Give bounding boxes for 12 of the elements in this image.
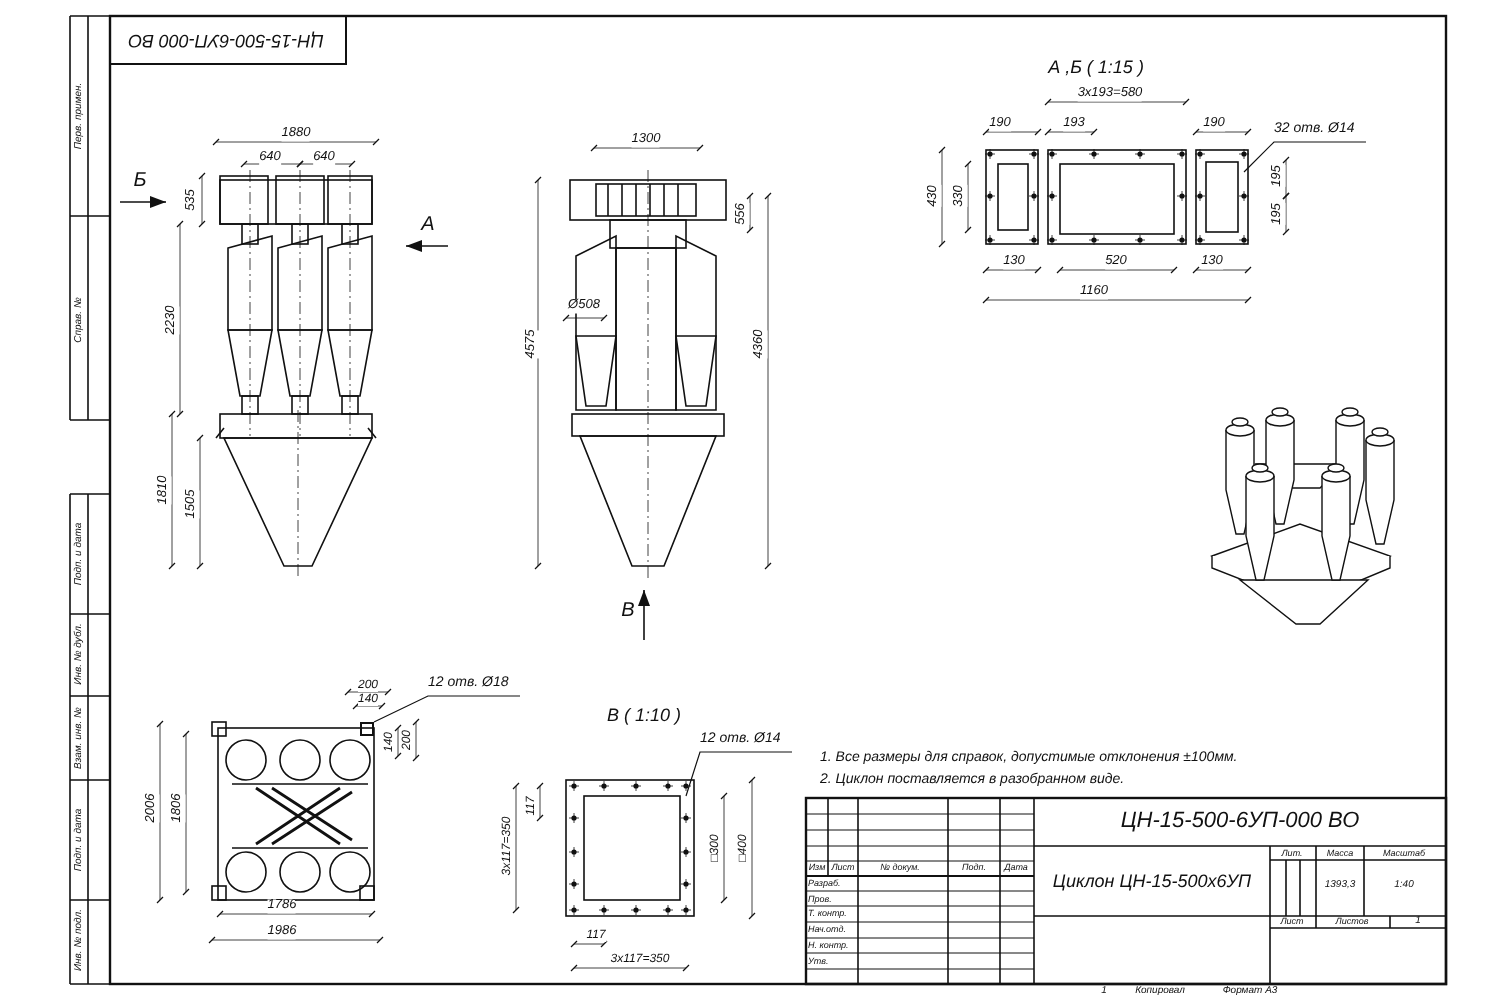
view-title: А ,Б ( 1:15 )	[1048, 59, 1144, 77]
product-name: Циклон ЦН-15-500х6УП	[1052, 873, 1252, 891]
view-title: В ( 1:10 )	[607, 707, 681, 725]
leader-line	[373, 695, 521, 723]
view-label: В	[621, 602, 635, 622]
leader-line	[685, 751, 793, 797]
drawing-number: ЦН-15-500-6УП-000 ВО	[1120, 811, 1360, 833]
leader-line	[1243, 141, 1367, 173]
view-label: Б	[133, 172, 147, 192]
view-label: А	[421, 216, 435, 236]
mounting-plate	[360, 722, 374, 736]
drawing-number: ЦН-15-500-6УП-000 ВО	[128, 31, 324, 49]
